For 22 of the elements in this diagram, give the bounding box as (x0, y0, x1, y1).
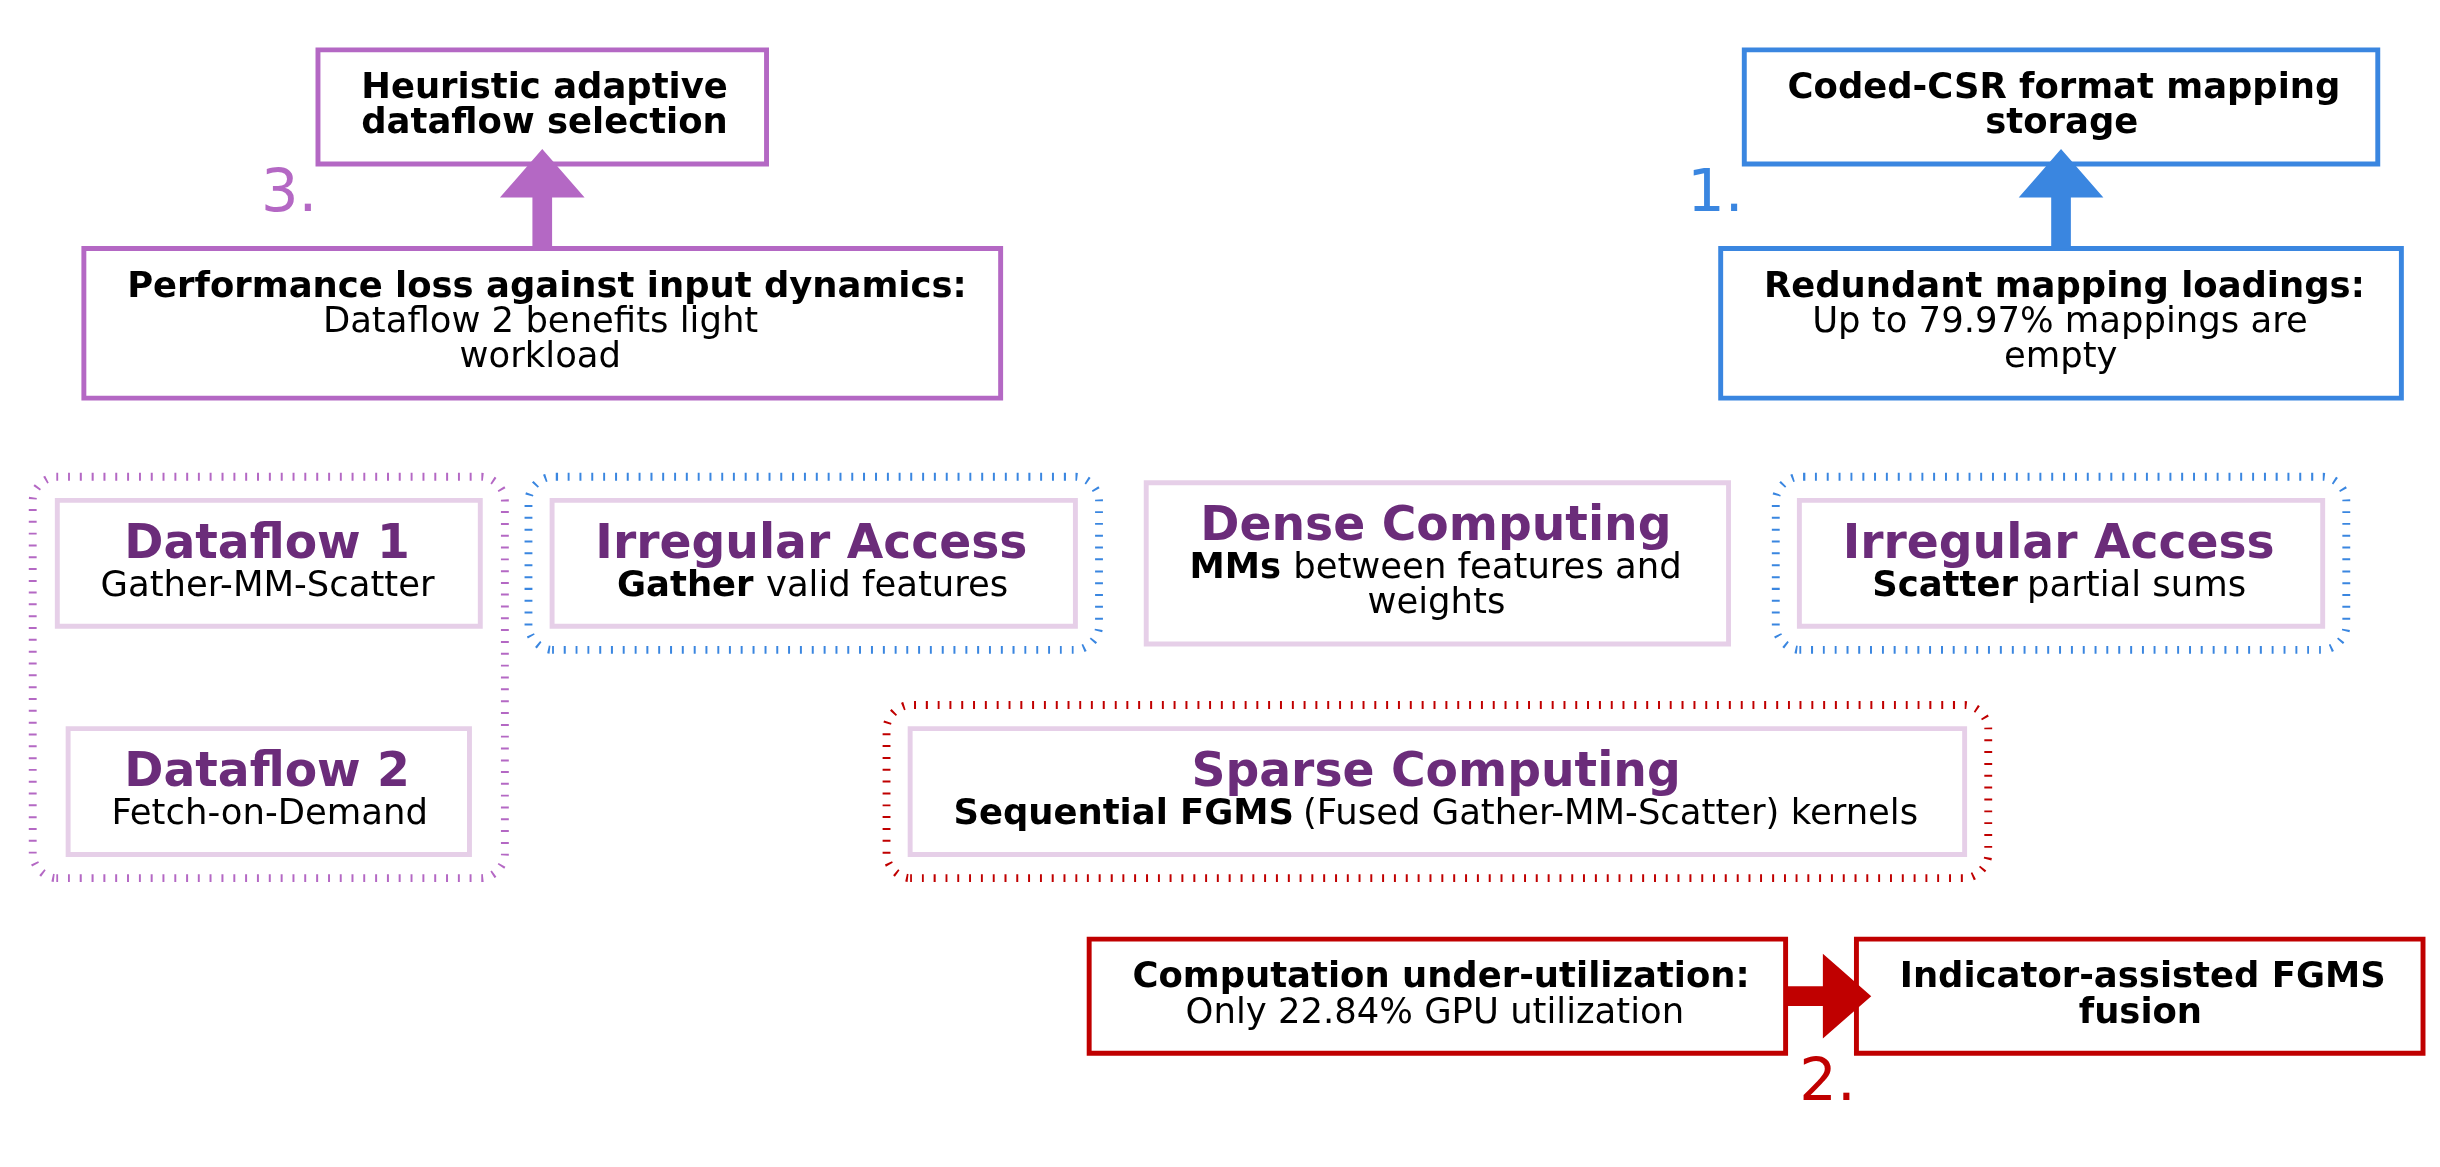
cluster (882, 700, 1993, 882)
node-box: Computation under-utilization: Only 22.84% GPU utilization (1086, 936, 1789, 1056)
node-box: Performance loss against input dynamics: Dataflow 2 benefits light workload (81, 245, 1004, 401)
arrow (2018, 148, 2104, 248)
arrow (1785, 953, 1872, 1038)
node-label: 2. (1799, 1044, 1856, 1114)
node-box: Coded-CSR format mapping storage (1741, 46, 2381, 166)
arrow (499, 148, 585, 248)
node-box: Heuristic adaptive dataflow selection (315, 46, 769, 166)
node-label: 1. (1687, 155, 1744, 225)
cluster (524, 472, 1103, 654)
node-box: Redundant mapping loadings: Up to 79.97% mappings are empty (1718, 245, 2404, 401)
node-box: Dataflow 1 Gather-MM-Scatter (54, 497, 483, 629)
node-box: Dataflow 2 Fetch-on-Demand (65, 725, 472, 857)
node-box: Irregular Access Scatter partial sums (1796, 497, 2326, 629)
node-box: Indicator-assisted FGMS fusion (1853, 936, 2426, 1056)
node-box: Dense Computing MMs between features and weights (1143, 479, 1731, 646)
node-box: Sparse Computing Sequential FGMS (Fused Gather-MM-Scatter) kernels (907, 725, 1968, 857)
cluster (1771, 472, 2351, 654)
node-label: 3. (260, 155, 318, 225)
node-box: Irregular Access Gather valid features (549, 497, 1078, 629)
cluster (28, 472, 509, 882)
